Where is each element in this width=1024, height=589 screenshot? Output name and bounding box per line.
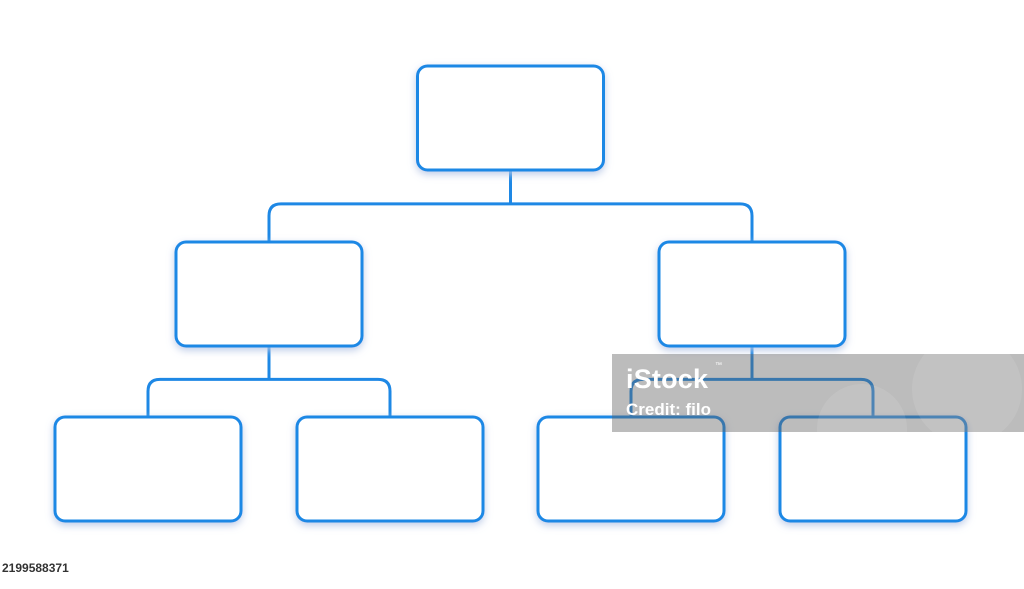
- connector-right: [629, 344, 875, 419]
- node-box-left-left: [53, 415, 243, 523]
- watermark-trademark: ™: [715, 362, 722, 369]
- connector-left: [146, 344, 392, 419]
- node-group: [53, 64, 968, 523]
- watermark-decor-circle: [817, 384, 907, 432]
- node-box-right-right: [778, 415, 968, 523]
- node-box-right-left: [536, 415, 726, 523]
- node-box-root: [416, 64, 605, 172]
- node-box-right: [657, 240, 847, 348]
- watermark-decor-circle: [912, 354, 1022, 432]
- connector-group: [146, 168, 875, 419]
- watermark-credit: Credit: filo: [626, 400, 711, 419]
- watermark-banner: iStock ™ Credit: filo: [612, 354, 1024, 432]
- image-id-label: 2199588371: [0, 560, 72, 577]
- watermark-brand: iStock: [626, 364, 709, 394]
- node-box-left-right: [295, 415, 485, 523]
- node-box-left: [174, 240, 364, 348]
- connector-root: [267, 168, 754, 244]
